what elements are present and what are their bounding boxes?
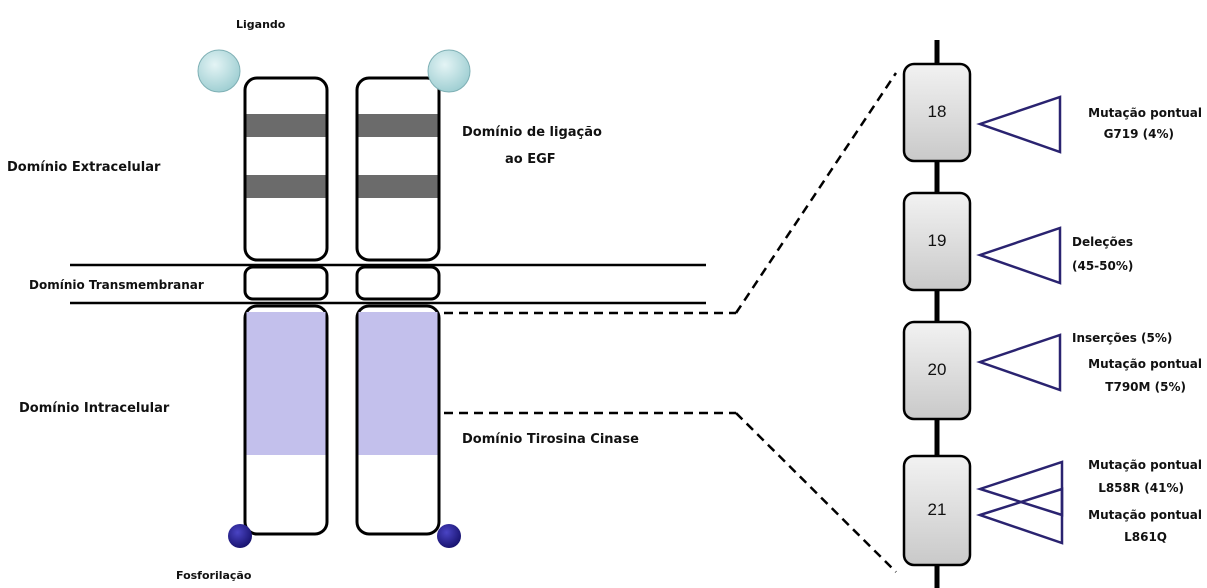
- zoom-line-upper-diag: [734, 72, 898, 314]
- mutation-triangle-21a: [975, 460, 1064, 517]
- exon-21-mutation-line3: Mutação pontual: [1088, 508, 1202, 522]
- receptor-left: [243, 76, 329, 536]
- tyrosine-kinase-label: Domínio Tirosina Cinase: [462, 432, 639, 447]
- exon-box-20: [902, 320, 972, 421]
- phospho-site-left: [228, 524, 252, 548]
- receptor-right-extracellular: [355, 76, 441, 262]
- receptor-left-extracellular: [243, 76, 329, 262]
- extracellular-domain-label: Domínio Extracelular: [7, 160, 161, 175]
- transmembrane-domain-label: Domínio Transmembranar: [29, 278, 204, 292]
- exon-number-19: 19: [927, 231, 947, 250]
- exon-20-mutation-line1: Inserções (5%): [1072, 331, 1173, 345]
- ligand-right: [427, 49, 471, 93]
- exon-number-18: 18: [927, 102, 947, 121]
- receptor-left-kinase-fill: [246, 312, 326, 455]
- receptor-left-band-1: [246, 114, 326, 137]
- exon-18-mutation-line1: Mutação pontual: [1088, 106, 1202, 120]
- receptor-left-transmembrane: [243, 265, 329, 301]
- zoom-line-lower-diag: [735, 412, 897, 573]
- exon-number-20: 20: [927, 360, 947, 379]
- receptor-right-band-2: [358, 175, 438, 198]
- mutation-triangle-18: [976, 95, 1062, 154]
- mutation-triangle-19: [976, 226, 1062, 285]
- exon-21-mutation-line2: L858R (41%): [1098, 481, 1184, 495]
- exon-box-21: [902, 454, 972, 567]
- mutation-triangle-20: [976, 333, 1062, 392]
- egf-binding-label-line2: ao EGF: [505, 152, 556, 167]
- ligand-label: Ligando: [236, 18, 286, 31]
- exon-19-mutation-line2: (45-50%): [1072, 259, 1134, 273]
- receptor-right-transmembrane: [355, 265, 441, 301]
- phospho-site-right: [437, 524, 461, 548]
- exon-21-mutation-line1: Mutação pontual: [1088, 458, 1202, 472]
- receptor-right-band-1: [358, 114, 438, 137]
- exon-20-mutation-line3: T790M (5%): [1105, 380, 1186, 394]
- exon-20-mutation-line2: Mutação pontual: [1088, 357, 1202, 371]
- exon-box-18: [902, 62, 972, 163]
- ligand-left: [197, 49, 241, 93]
- mutation-triangle-21b: [976, 487, 1064, 545]
- receptor-left-band-2: [246, 175, 326, 198]
- receptor-right-kinase-fill: [358, 312, 438, 455]
- exon-box-19: [902, 191, 972, 292]
- egf-binding-label-line1: Domínio de ligação: [462, 125, 602, 140]
- exon-number-21: 21: [927, 500, 947, 519]
- exon-21-mutation-line4: L861Q: [1124, 530, 1167, 544]
- exon-19-mutation-line1: Deleções: [1072, 235, 1133, 249]
- exon-18-mutation-line2: G719 (4%): [1103, 127, 1174, 141]
- intracellular-domain-label: Domínio Intracelular: [19, 401, 170, 416]
- phosphorylation-label: Fosforilação: [176, 569, 252, 582]
- receptor-right: [355, 76, 441, 536]
